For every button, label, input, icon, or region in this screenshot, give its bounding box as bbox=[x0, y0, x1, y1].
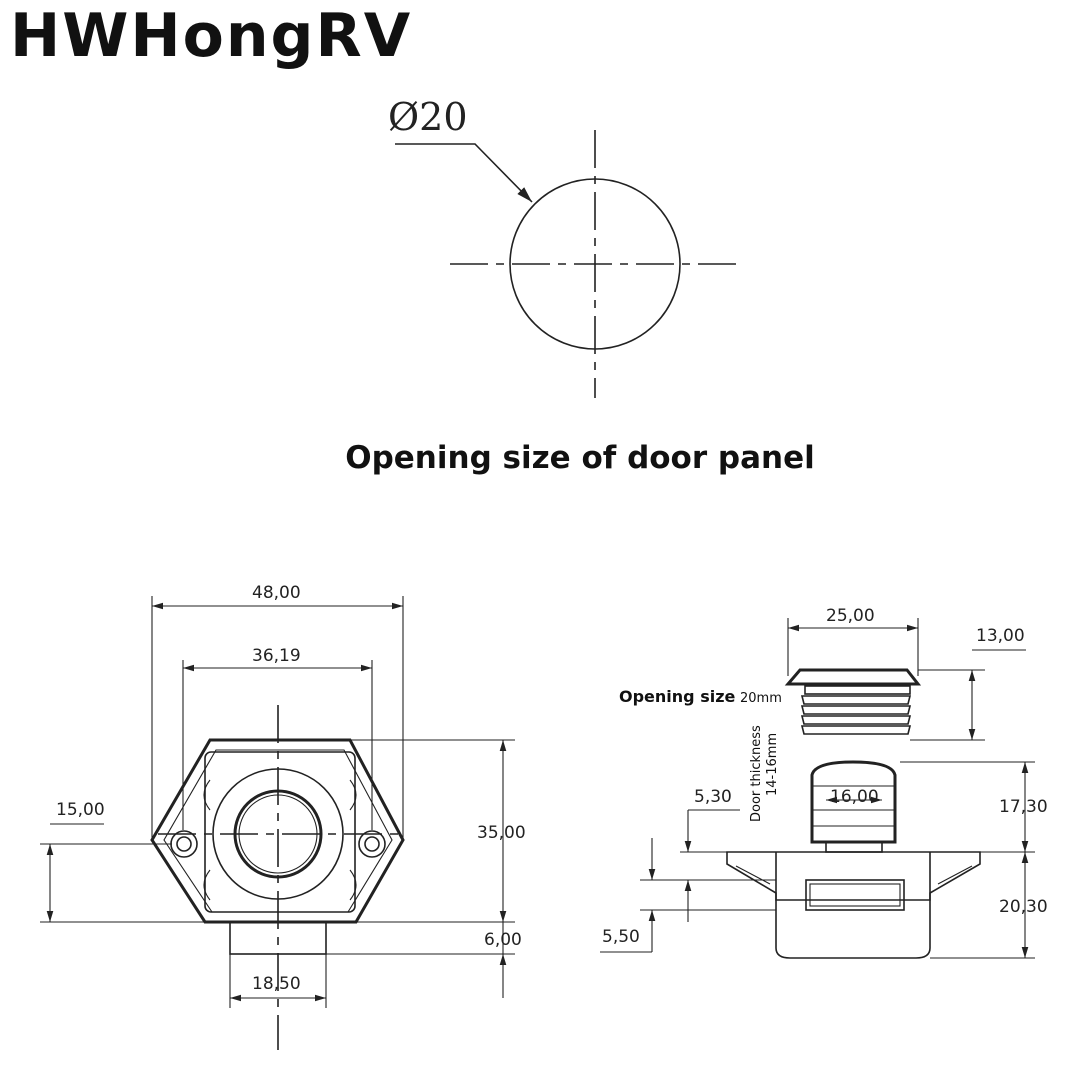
screw-hole-left-outer bbox=[170, 830, 198, 858]
side-flange-inner bbox=[735, 865, 973, 885]
dim-knob-width: 16,00 bbox=[830, 787, 879, 807]
dim-height: 35,00 bbox=[477, 823, 526, 843]
screw-hole-right-inner bbox=[364, 836, 380, 852]
dim-body-height: 20,30 bbox=[999, 897, 1048, 917]
side-view: 16,00 25,00 13,00 Opening size 20mm Door… bbox=[600, 606, 1048, 959]
side-body bbox=[775, 852, 931, 959]
dim-base-height: 6,00 bbox=[484, 930, 522, 950]
front-view: 48,00 36,19 35,00 15,00 6,00 18,50 bbox=[40, 583, 526, 1050]
screw-hole-right-outer bbox=[358, 830, 386, 858]
diameter-label: Ø20 bbox=[388, 95, 468, 139]
door-thickness-value: 14-16mm bbox=[765, 733, 780, 796]
screw-hole-left-inner bbox=[176, 836, 192, 852]
front-lobes-left bbox=[203, 779, 211, 901]
dim-cap-width: 25,00 bbox=[826, 606, 875, 626]
caption: Opening size of door panel bbox=[345, 440, 815, 476]
dim-flange-offset: 5,30 bbox=[694, 787, 732, 807]
front-lobes-right bbox=[349, 779, 357, 901]
knob-body bbox=[810, 760, 897, 844]
dim-flange-gap: 5,50 bbox=[602, 927, 640, 947]
cap-ribs bbox=[800, 695, 912, 735]
door-opening-view: Ø20 bbox=[388, 95, 738, 398]
side-body-slot-inner bbox=[809, 883, 901, 907]
opening-size-label: Opening size bbox=[619, 687, 736, 706]
dim-base-width: 18,50 bbox=[252, 974, 301, 994]
cap-collar bbox=[804, 685, 911, 695]
door-thickness-label: Door thickness bbox=[749, 725, 764, 822]
dim-width-inner: 36,19 bbox=[252, 646, 301, 666]
front-housing bbox=[204, 751, 356, 913]
diameter-leader bbox=[395, 143, 533, 203]
side-body-slot bbox=[805, 879, 905, 911]
dim-hole-offset: 15,00 bbox=[56, 800, 105, 820]
opening-size-value: 20mm bbox=[740, 691, 782, 706]
brand-logo: HWHongRV bbox=[10, 1, 413, 71]
dim-knob-height: 17,30 bbox=[999, 797, 1048, 817]
side-flange bbox=[726, 851, 981, 901]
cap-top bbox=[784, 668, 922, 686]
dim-cap-height: 13,00 bbox=[976, 626, 1025, 646]
dim-width-outer: 48,00 bbox=[252, 583, 301, 603]
